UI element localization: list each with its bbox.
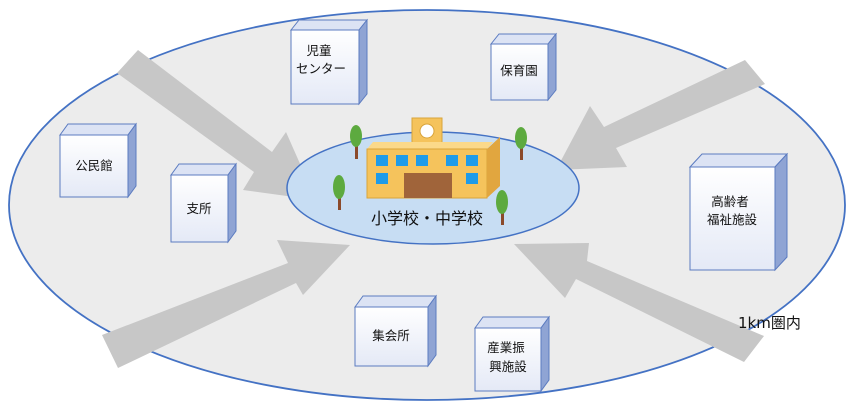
facility-label: 興施設 xyxy=(489,359,527,374)
svg-text:高齢者 福祉施設: 高齢者 福祉施設 xyxy=(707,194,758,227)
tree-icon xyxy=(350,125,362,159)
center-label: 小学校・中学校 xyxy=(371,209,483,228)
facility-label: 高齢者 xyxy=(711,194,749,209)
facility-label: 公民館 xyxy=(75,158,113,173)
facility-label: 集会所 xyxy=(372,328,410,343)
facility-label: 保育園 xyxy=(500,63,538,78)
facility-label: 福祉施設 xyxy=(707,212,758,227)
tree-icon xyxy=(496,190,508,225)
facility-childrens-center: 児童 センター xyxy=(289,18,369,106)
arrow-top-left xyxy=(117,50,316,200)
svg-text:児童 センター: 児童 センター xyxy=(296,43,346,76)
tree-icon xyxy=(333,175,345,210)
arrows xyxy=(102,50,765,368)
facility-label: センター xyxy=(296,61,346,76)
facility-label: 産業振 xyxy=(487,340,525,355)
tree-icon xyxy=(515,127,527,160)
facility-label: 児童 xyxy=(307,43,332,58)
facility-label: 支所 xyxy=(186,201,211,216)
school-building-icon xyxy=(366,117,500,199)
arrow-bottom-left xyxy=(102,240,350,368)
arrow-bottom-right xyxy=(514,243,764,362)
facility-meeting-hall: 集会所 xyxy=(354,294,437,368)
facility-elderly-welfare: 高齢者 福祉施設 xyxy=(688,152,789,272)
svg-text:産業振 興施設: 産業振 興施設 xyxy=(487,340,529,374)
arrow-top-right xyxy=(556,60,765,170)
radius-label: 1km圏内 xyxy=(738,314,801,332)
trees xyxy=(333,125,527,225)
facility-nursery: 保育園 xyxy=(489,32,558,102)
facility-cubes: 児童 センター 保育園 公民館 支所 xyxy=(59,18,789,393)
facility-community-hall: 公民館 xyxy=(59,122,137,199)
facility-industry-promotion: 産業振 興施設 xyxy=(474,315,550,393)
facility-branch-office: 支所 xyxy=(170,162,237,244)
